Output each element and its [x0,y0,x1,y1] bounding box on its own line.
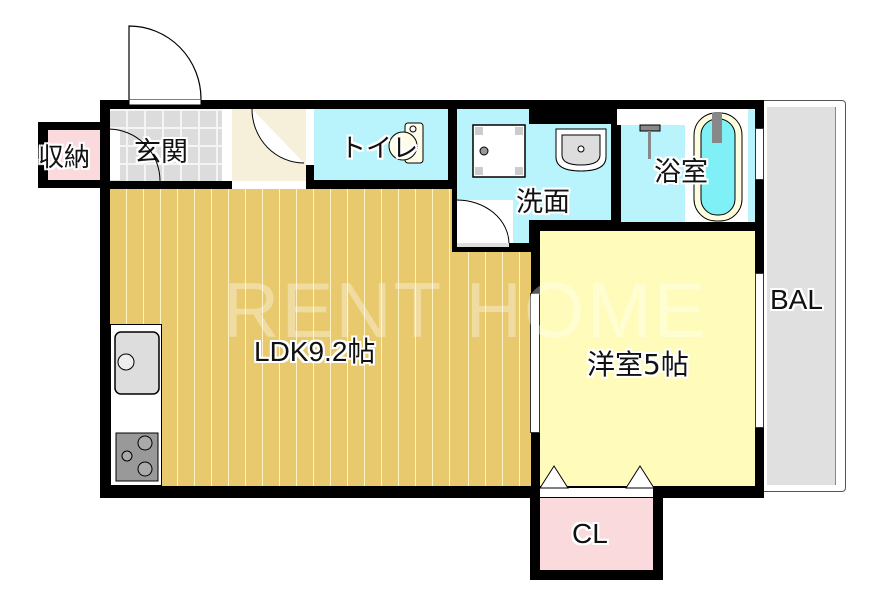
closet-door-icon[interactable] [539,464,655,490]
ldk-label: LDK9.2帖 [254,336,376,367]
closet [540,496,653,570]
shower-faucet-icon [639,124,661,159]
balcony-label: BAL [770,284,823,315]
washroom-label: 洗面 [516,187,570,218]
hall-door-icon[interactable] [251,108,308,165]
toilet-label: トイレ [340,134,419,164]
entrance [110,109,222,181]
washroom-door-icon[interactable] [456,199,517,248]
western-room-door[interactable] [530,293,540,433]
storage-door-icon[interactable] [107,128,164,183]
kitchen-sink-icon [114,331,160,395]
western-room-label: 洋室5帖 [587,348,689,381]
balcony [760,100,846,492]
front-door-icon[interactable] [128,24,208,106]
bathtub-icon [693,112,743,222]
bathroom-window[interactable] [755,128,764,180]
watermark: RENT HOME [223,266,708,354]
western-room [540,231,755,486]
western-room-window[interactable] [755,273,764,428]
washing-machine-pan-icon [472,124,526,178]
toilet-room [314,109,448,180]
gas-stove-icon [115,432,159,482]
bathroom-label: 浴室 [654,157,708,188]
ldk-room [110,189,452,486]
storage-label: 収納 [38,143,91,173]
wash-basin-icon [555,128,607,172]
toilet-bowl-icon [388,122,424,164]
closet-label: CL [572,518,608,549]
